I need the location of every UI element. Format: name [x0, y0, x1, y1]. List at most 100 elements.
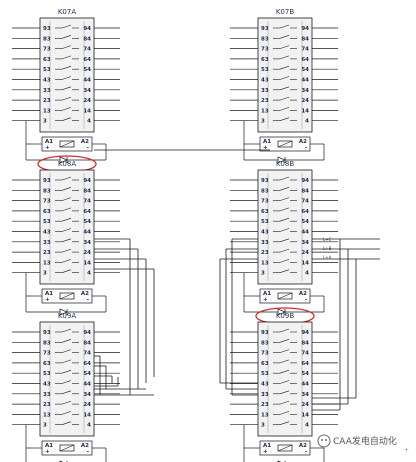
- pin-label-right: 14: [83, 260, 91, 266]
- coil-a1-label: A1: [45, 443, 53, 449]
- pin-label-right: 24: [301, 402, 309, 408]
- coil-a1-label: A1: [263, 139, 271, 145]
- pin-label-left: 73: [261, 47, 269, 53]
- coil-k09a: A1+A2-: [41, 440, 93, 456]
- pin-label-right: 94: [83, 178, 91, 184]
- pin-label-left: 13: [43, 108, 51, 114]
- coil-minus-label: -: [305, 145, 307, 151]
- coil-a2-label: A2: [81, 139, 89, 145]
- coil-minus-label: -: [87, 449, 89, 455]
- diode-symbol: [59, 308, 68, 316]
- pin-label-left: 33: [43, 88, 51, 94]
- diode-k09a: [25, 424, 107, 462]
- pin-label-right: 94: [83, 26, 91, 32]
- pin-label-left: 43: [43, 230, 51, 236]
- pin-label-left: 13: [43, 412, 51, 418]
- pin-label-right: 14: [83, 108, 91, 114]
- pin-label-right: 64: [83, 361, 91, 367]
- pin-label-left: 33: [261, 240, 269, 246]
- pin-label-left: 23: [261, 250, 269, 256]
- coil-k07a: A1+A2-: [41, 136, 93, 152]
- pin-label-left: 63: [261, 57, 269, 63]
- pin-label-right: 44: [83, 382, 91, 388]
- pin-label-left: 63: [43, 57, 51, 63]
- pin-label-right: 74: [301, 47, 309, 53]
- coil-symbol: [277, 444, 293, 452]
- pin-label-right: 14: [301, 108, 309, 114]
- pin-label-right: 34: [83, 88, 91, 94]
- cross-wiring: [94, 149, 380, 411]
- pin-label-left: 43: [261, 78, 269, 84]
- contact-row: 33 34: [230, 86, 338, 94]
- pin-label-right: 34: [301, 392, 309, 398]
- pin-label-left: 23: [43, 98, 51, 104]
- relay-body-k08b: [257, 169, 313, 285]
- relay-body-k07b: [257, 17, 313, 133]
- pin-label-right: 94: [301, 330, 309, 336]
- pin-label-right: 24: [83, 402, 91, 408]
- pin-label-left: 13: [261, 108, 269, 114]
- pin-label-left: 43: [43, 382, 51, 388]
- coil-symbol: [59, 292, 75, 300]
- pin-label-right: 64: [301, 209, 309, 215]
- pin-label-right: 24: [83, 98, 91, 104]
- diode-symbol: [277, 156, 286, 164]
- pin-label-left: 73: [43, 199, 51, 205]
- pin-label-left: 33: [261, 88, 269, 94]
- pin-label-left: 23: [261, 98, 269, 104]
- pin-label-left: 3: [261, 119, 265, 125]
- pin-label-right: 54: [301, 219, 309, 225]
- coil-a2-label: A2: [299, 139, 307, 145]
- coil-minus-label: -: [305, 297, 307, 303]
- relay-title-k07a: K07A: [58, 8, 76, 16]
- relay-body-k07a: [39, 17, 95, 133]
- pin-label-left: 43: [43, 78, 51, 84]
- pin-label-left: 73: [43, 47, 51, 53]
- pin-label-right: 74: [83, 351, 91, 357]
- coil-a1-label: A1: [45, 139, 53, 145]
- diode-k08a: [25, 272, 107, 316]
- pin-label-right: 34: [301, 88, 309, 94]
- diode-symbol: [59, 156, 68, 164]
- pin-label-right: 74: [83, 47, 91, 53]
- pin-label-left: 93: [43, 330, 51, 336]
- contact-row: 13 14: [12, 107, 120, 114]
- pin-label-right: 64: [83, 57, 91, 63]
- pin-label-right: 74: [301, 351, 309, 357]
- pin-label-left: 83: [261, 36, 269, 42]
- pin-label-right: 54: [301, 371, 309, 377]
- pin-label-left: 63: [43, 209, 51, 215]
- pin-label-left: 3: [43, 423, 47, 429]
- coil-plus-label: +: [45, 297, 50, 303]
- coil-a1-label: A1: [45, 291, 53, 297]
- pin-label-right: 44: [301, 382, 309, 388]
- signal-label-lc: L+C: [323, 237, 332, 242]
- coil-plus-label: +: [45, 145, 50, 151]
- pin-label-right: 4: [87, 119, 91, 125]
- coil-symbol: [59, 140, 75, 148]
- coil-k08a: A1+A2-: [41, 288, 93, 304]
